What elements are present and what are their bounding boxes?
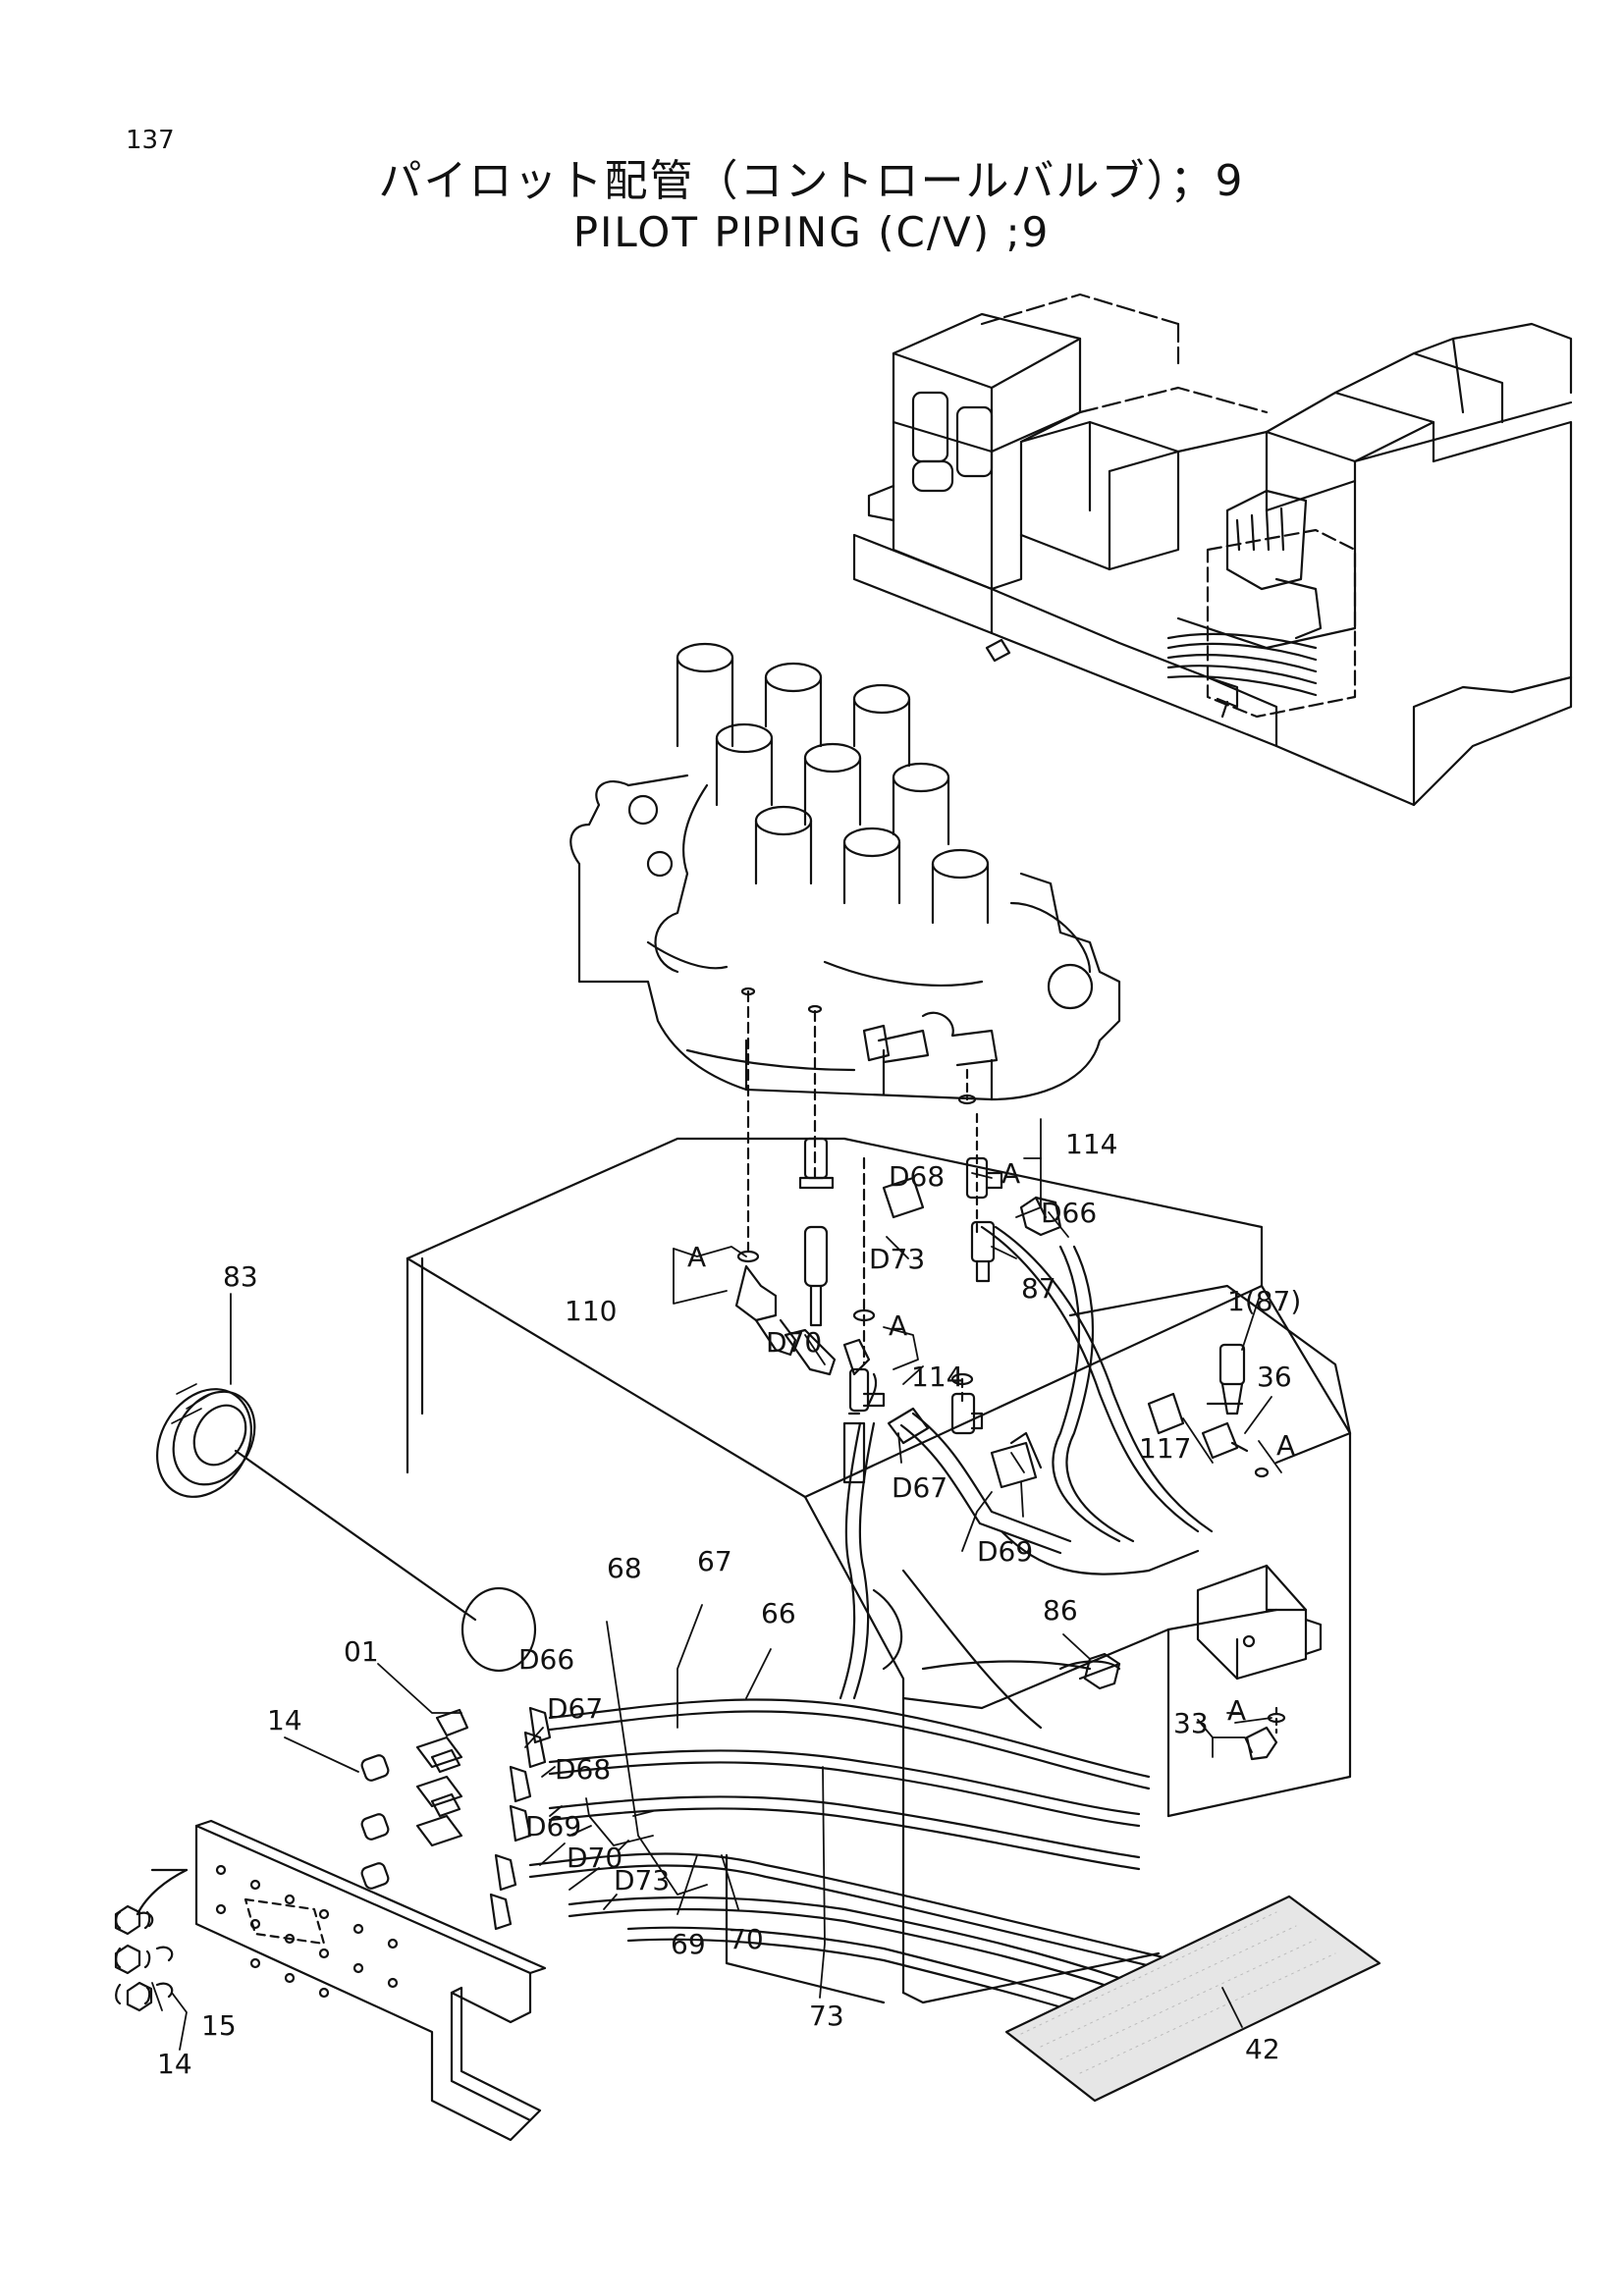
callout-d69-left: D69	[525, 1810, 581, 1842]
part-42-sheet	[1004, 1895, 1381, 2103]
callout-d66-top: D66	[1041, 1197, 1097, 1229]
callout-83: 83	[223, 1260, 258, 1293]
machine-overview-inset	[852, 293, 1573, 807]
callout-87: 87	[1021, 1272, 1056, 1305]
callout-a-33: A	[1227, 1694, 1246, 1727]
callout-114-top: 114	[1065, 1128, 1117, 1160]
left-fittings-and-bracket	[114, 1706, 552, 2142]
callout-d70-left: D70	[567, 1842, 622, 1874]
callout-d68-left: D68	[555, 1753, 611, 1786]
callout-110: 110	[565, 1295, 617, 1327]
callout-73: 73	[809, 2000, 844, 2032]
callout-66: 66	[761, 1597, 796, 1629]
callout-d73-mid: D73	[869, 1243, 925, 1275]
callout-36: 36	[1257, 1361, 1292, 1393]
pilot-hose-bundle	[528, 1225, 1214, 2051]
callout-70: 70	[729, 1923, 764, 1955]
leader-lines	[151, 1118, 1282, 2051]
callout-69: 69	[671, 1928, 706, 1960]
callout-33: 33	[1173, 1707, 1209, 1739]
callout-a-114-top: A	[1001, 1157, 1020, 1190]
callout-a-114-mid: A	[889, 1309, 907, 1342]
callout-d68-top: D68	[889, 1160, 945, 1193]
callout-68: 68	[607, 1552, 642, 1584]
title-english: PILOT PIPING (C/V) ;9	[572, 208, 1051, 256]
callout-14-top: 14	[267, 1704, 302, 1736]
callout-labels: 83 01 14 14 15 68 67 66 69 70 73 42 86 3…	[157, 1128, 1301, 2080]
part-83-grommet	[156, 1383, 477, 1622]
callout-117: 117	[1139, 1432, 1191, 1465]
callout-14-bottom: 14	[157, 2048, 192, 2080]
callout-67: 67	[697, 1545, 732, 1577]
callout-d67-mid: D67	[892, 1471, 947, 1504]
callout-d66-left: D66	[518, 1643, 574, 1676]
callout-d70-mid: D70	[766, 1326, 822, 1359]
callout-d69-mid: D69	[977, 1535, 1033, 1568]
callout-a-110: A	[687, 1241, 706, 1273]
page-number: 137	[126, 126, 175, 155]
callout-d67-left: D67	[547, 1692, 603, 1725]
callout-86: 86	[1043, 1594, 1078, 1627]
callout-01: 01	[344, 1635, 379, 1668]
tank-housing	[406, 1137, 1352, 2004]
callout-a-36: A	[1276, 1429, 1295, 1462]
title-japanese: パイロット配管（コントロールバルブ）；9	[378, 156, 1245, 206]
callout-114-mid: 114	[911, 1361, 963, 1393]
control-valve-body	[569, 642, 1121, 1101]
callout-15: 15	[201, 2009, 237, 2042]
valve-fittings	[734, 987, 1323, 1761]
callout-42: 42	[1245, 2033, 1280, 2065]
callout-87-ref: 1(87)	[1227, 1285, 1301, 1317]
callout-d73-left: D73	[614, 1864, 670, 1896]
